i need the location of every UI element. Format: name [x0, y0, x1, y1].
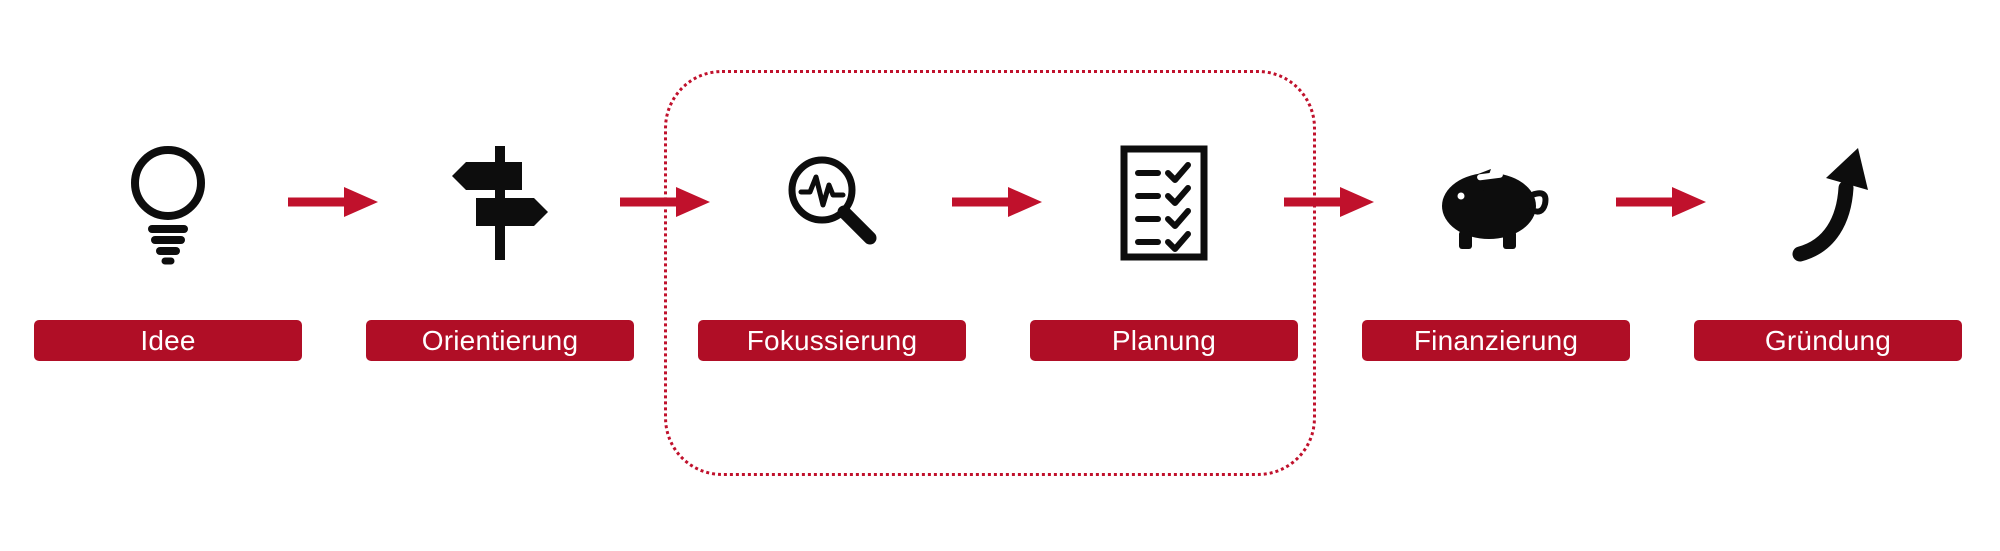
step-planung: Planung [1030, 105, 1298, 361]
step-label: Idee [34, 320, 302, 361]
step-label: Fokussierung [698, 320, 966, 361]
flow-arrow [1280, 182, 1380, 222]
step-label: Planung [1030, 320, 1298, 361]
highlight-box [664, 70, 1316, 476]
flow-arrow [948, 182, 1048, 222]
step-label: Orientierung [366, 320, 634, 361]
step-gruendung: Gründung [1694, 105, 1962, 361]
curved-up-arrow-icon [1694, 105, 1962, 300]
step-finanzierung: Finanzierung [1362, 105, 1630, 361]
step-label: Gründung [1694, 320, 1962, 361]
step-idee: Idee [34, 105, 302, 361]
signpost-icon [366, 105, 634, 300]
step-fokussierung: Fokussierung [698, 105, 966, 361]
step-orientierung: Orientierung [366, 105, 634, 361]
flow-arrow [1612, 182, 1712, 222]
lightbulb-icon [34, 105, 302, 300]
flow-arrow [284, 182, 384, 222]
checklist-icon [1030, 105, 1298, 300]
piggy-bank-icon [1362, 105, 1630, 300]
magnifier-pulse-icon [698, 105, 966, 300]
step-label: Finanzierung [1362, 320, 1630, 361]
flow-arrow [616, 182, 716, 222]
